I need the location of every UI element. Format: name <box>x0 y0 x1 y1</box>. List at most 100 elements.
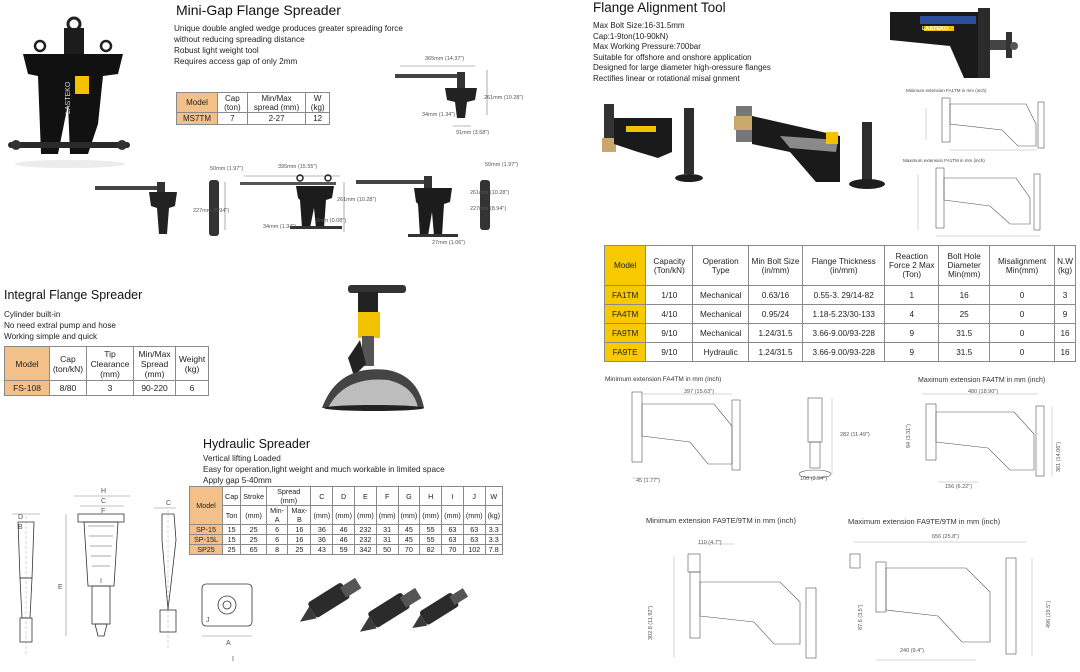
table-cell: 31.5 <box>938 342 991 362</box>
table-cell: 36 <box>310 534 334 545</box>
flange-tool-title: Flange Alignment Tool <box>593 0 726 15</box>
table-cell: 31 <box>375 524 399 535</box>
mini-gap-spec-table: Model Cap (ton) Min/Max spread (mm) W (k… <box>176 92 330 125</box>
flange-tool-product-photo-fa4 <box>734 106 885 189</box>
dimension-label: 282 (11.49") <box>840 432 870 438</box>
table-cell: 46 <box>332 524 355 535</box>
mini-gap-title: Mini-Gap Flange Spreader <box>176 2 341 18</box>
dimension-label: 227mm (8.94") <box>470 206 507 212</box>
table-cell: 4 <box>884 304 940 324</box>
dimension-letter: D <box>18 514 24 521</box>
hydraulic-desc-line: Easy for operation,light weight and much… <box>203 465 445 474</box>
integral-spec-table: Model Cap (ton/kN) Tip Clearance (mm) Mi… <box>4 346 209 396</box>
table-header: Ton <box>221 505 242 525</box>
table-cell: 2-27 <box>246 112 307 125</box>
table-cell: 45 <box>397 534 421 545</box>
integral-title: Integral Flange Spreader <box>4 288 143 302</box>
dimension-letter: B <box>18 524 23 531</box>
table-cell: MS7TM <box>176 112 218 125</box>
dimension-label: 397 (15.63") <box>684 389 715 395</box>
dimension-label: 84 (3.31") <box>906 424 912 448</box>
table-header: Cap (ton/kN) <box>49 346 87 381</box>
dimension-label: 240 (9.4") <box>900 648 924 654</box>
table-header: Cap <box>221 486 242 506</box>
dimension-label: 261mm (10.28") <box>484 95 524 101</box>
integral-desc-line: No need extral pump and hose <box>4 321 116 330</box>
table-row: FA1TM 1/10 Mechanical 0.63/16 0.55-3. 29… <box>603 285 1076 305</box>
table-cell: 43 <box>310 544 334 555</box>
hydraulic-description: Vertical lifting Loaded Easy for operati… <box>203 453 445 486</box>
table-header: Model <box>603 245 647 286</box>
table-cell: 4/10 <box>645 304 694 324</box>
table-cell: 63 <box>441 534 464 545</box>
table-cell: 90-220 <box>133 380 177 396</box>
dimension-label: 91mm (3.58") <box>456 130 490 136</box>
table-cell: 0.95/24 <box>747 304 804 324</box>
flange-tool-description: Max Bolt Size:16-31.5mm Cap:1-9ton(10-90… <box>593 21 771 84</box>
mini-gap-description: Unique double angled wedge produces grea… <box>174 23 403 67</box>
table-cell: 232 <box>354 524 377 535</box>
hydraulic-title: Hydraulic Spreader <box>203 437 310 451</box>
dimension-label: 156 (6.22") <box>945 484 973 490</box>
flange-tool-product-photo-top <box>890 8 1018 78</box>
table-cell: 9 <box>884 342 940 362</box>
dimension-label: 34mm (1.34") <box>422 112 456 118</box>
table-header: H <box>419 486 443 506</box>
table-header: Model <box>176 92 218 113</box>
integral-desc-line: Working simple and quick <box>4 332 98 341</box>
table-cell: Hydraulic <box>692 342 749 362</box>
table-cell: FA4TM <box>603 304 647 324</box>
table-cell: 25 <box>287 544 312 555</box>
hydraulic-spec-table: Model Cap Stroke Spread (mm) C D E F G H… <box>189 486 504 555</box>
table-cell: 7 <box>217 112 248 125</box>
dimension-label: 87.6 (3.5") <box>858 604 864 631</box>
table-cell: 25 <box>221 544 242 555</box>
table-header: Min/Max spread (mm) <box>246 92 307 113</box>
table-cell: 59 <box>332 544 355 555</box>
table-cell: 16 <box>1054 323 1076 343</box>
table-cell: SP25 <box>189 544 223 555</box>
table-cell: 3.66-9.00/93-228 <box>802 342 886 362</box>
hydraulic-drawing-side <box>154 507 177 648</box>
dimension-label: 50mm (1.97") <box>210 166 244 172</box>
table-cell: 0 <box>989 323 1056 343</box>
fa1-min-drawing <box>925 97 1045 151</box>
table-row: SP-15L 15 25 6 16 36 46 232 31 45 55 63 … <box>189 534 504 545</box>
dimension-label: 100 (3.94") <box>800 476 828 482</box>
dimension-label: 45 (1.77") <box>636 478 660 484</box>
hydraulic-drawing-wedge-side <box>12 513 40 654</box>
fa4-max-caption: Maximum extension FA4TM in mm (inch) <box>918 377 1046 384</box>
table-header: Model <box>189 486 223 525</box>
flange-tool-product-photo-fa1 <box>602 104 703 182</box>
table-cell: 36 <box>310 524 334 535</box>
table-cell: SP-15L <box>189 534 223 545</box>
fa1-min-caption: Minimum extension FA1TM in mm (inch) <box>906 88 987 93</box>
fa4-side-drawing <box>798 397 833 479</box>
table-header: Weight (kg) <box>175 346 209 381</box>
table-cell: 8 <box>265 544 289 555</box>
dimension-label: 27mm (1.06") <box>432 240 466 246</box>
table-cell: 63 <box>462 534 486 545</box>
table-header: Stroke <box>240 486 267 506</box>
mini-gap-desc-line: Requires access gap of only 2mm <box>174 57 298 66</box>
flange-tool-spec-table: Model Capacity (Ton/kN) Operation Type M… <box>603 245 1076 362</box>
mini-gap-drawing-side <box>95 180 226 236</box>
dimension-letter: J <box>206 617 210 624</box>
table-header: Min-A <box>265 505 289 525</box>
table-header: C <box>310 486 334 506</box>
table-cell: 1.18-5.23/30-133 <box>802 304 886 324</box>
table-header: Model <box>4 346 50 381</box>
table-cell: 16 <box>1054 342 1076 362</box>
table-header: Bolt Hole Diameter Min(mm) <box>938 245 991 286</box>
mini-gap-product-photo: LASTEKO <box>8 16 130 168</box>
dimension-label: 302.8 (11.92") <box>648 605 654 640</box>
hydraulic-drawing-front <box>65 495 130 637</box>
table-cell: 1/10 <box>645 285 694 305</box>
table-cell: 55 <box>419 534 443 545</box>
table-cell: 16 <box>287 534 312 545</box>
table-row: SP-15 15 25 6 16 36 46 232 31 45 55 63 6… <box>189 524 504 535</box>
dimension-letter: C <box>101 498 107 505</box>
table-cell: 16 <box>938 285 991 305</box>
flange-tool-desc-line: Rectifies linear or rotational misal gnm… <box>593 73 740 83</box>
table-cell: 31.5 <box>938 323 991 343</box>
